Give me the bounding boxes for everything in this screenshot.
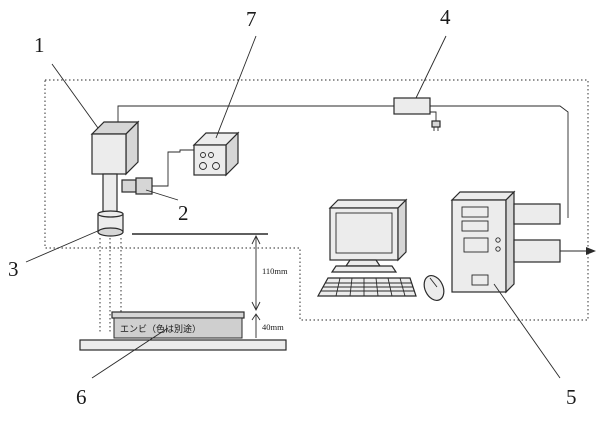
pc-cable-box-upper [513,203,561,225]
top-cable [117,105,394,122]
label-6: 6 [76,385,87,409]
label-1: 1 [34,33,45,57]
power-adapter [393,97,441,131]
output-arrow-head [586,247,596,255]
label-4: 4 [440,5,451,29]
keyboard [316,277,417,297]
leader-7 [215,35,257,139]
monitor [328,198,408,273]
dimension-label-40: 40mm [262,322,284,332]
leader-2 [145,189,179,201]
sample-label: エンビ（色は別途） [120,323,201,335]
leader-3 [25,229,101,263]
camera-unit [90,120,153,237]
pc-tower [450,190,516,294]
pc-cable-box-lower [513,239,561,263]
leader-4 [415,35,447,99]
table-base [79,339,287,351]
mouse [423,275,445,301]
leader-6 [91,327,169,379]
label-7: 7 [246,7,257,31]
leader-1 [51,63,99,129]
label-3: 3 [8,257,19,281]
cable-camera-to-controller [152,149,194,187]
dimension-label-110: 110mm [262,266,288,276]
label-2: 2 [178,201,189,225]
leader-5 [493,283,561,379]
sample-plate [111,311,245,339]
label-5: 5 [566,385,577,409]
cable-adapter-to-pc [430,105,569,218]
light-controller [192,131,240,177]
